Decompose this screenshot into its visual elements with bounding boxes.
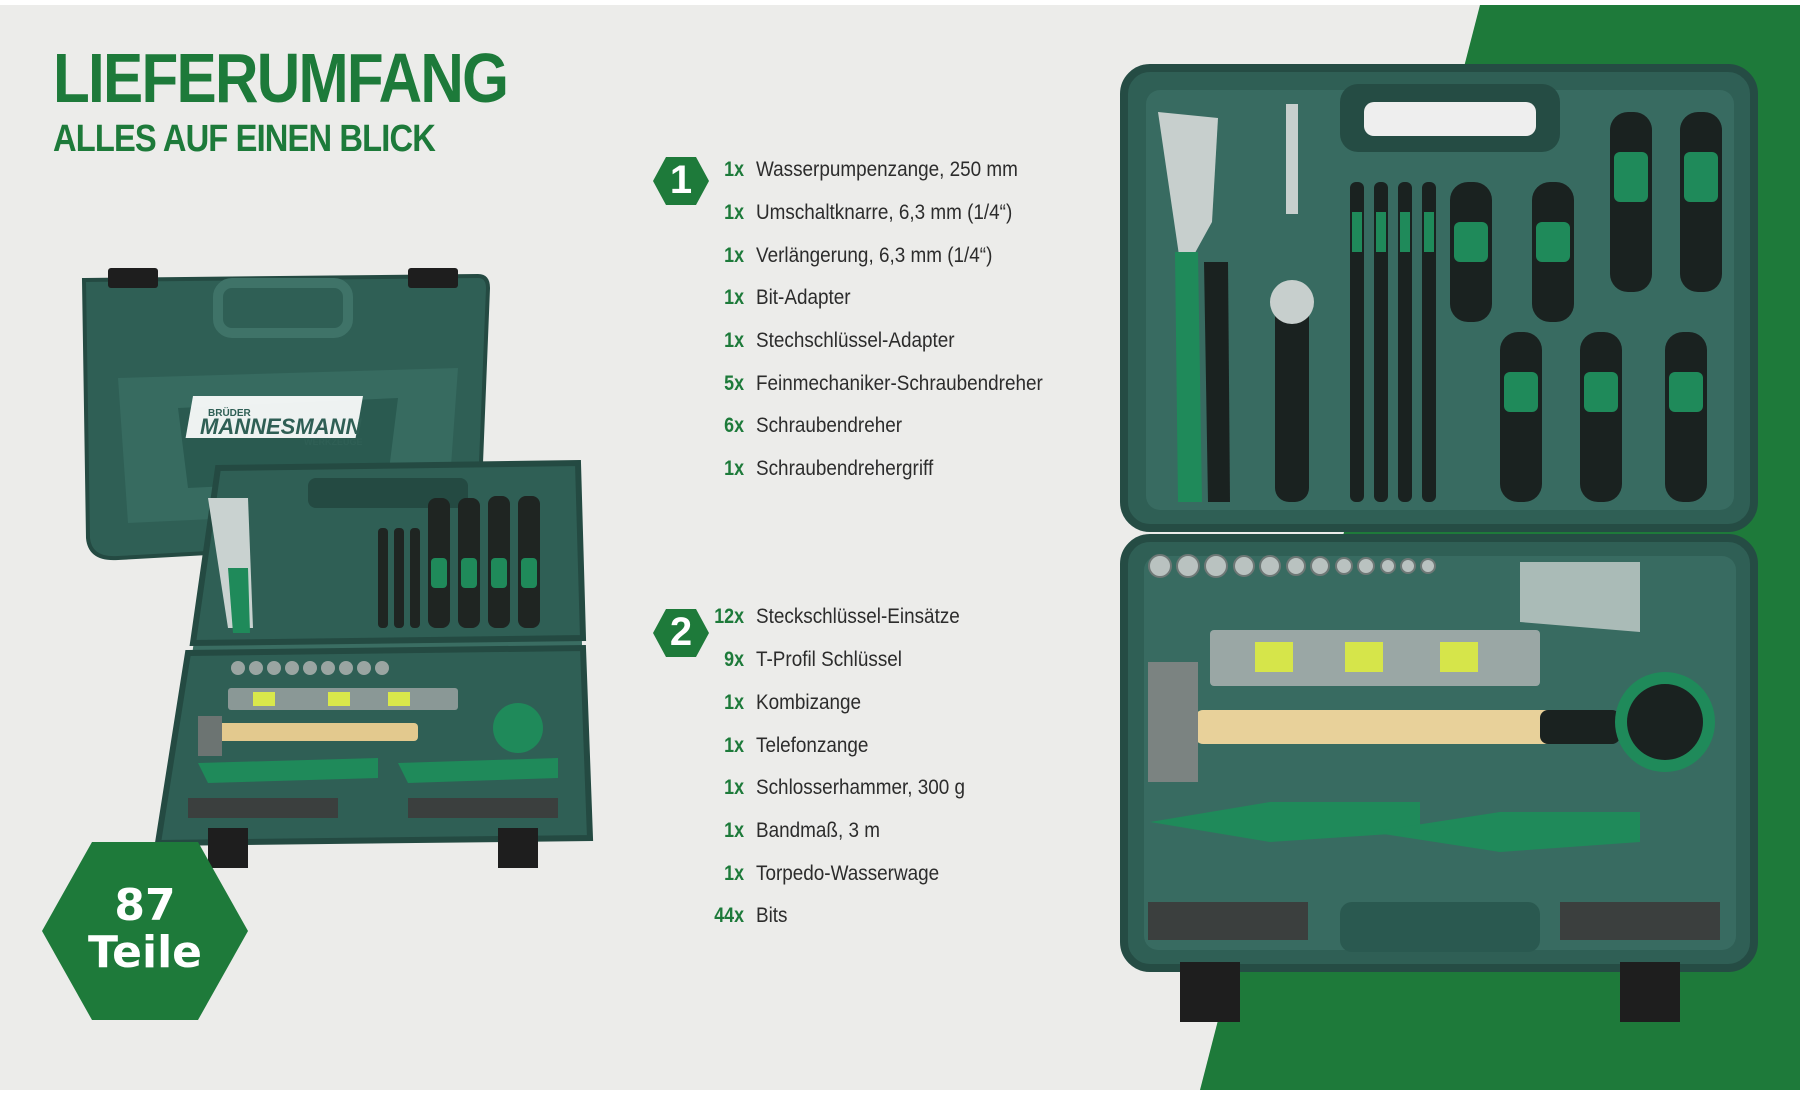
- item-name: Torpedo-Wasserwage: [756, 862, 940, 885]
- item-qty: 5x: [724, 372, 744, 395]
- item-qty: 1x: [724, 819, 744, 842]
- item-name: Schlosserhammer, 300 g: [756, 776, 966, 799]
- brand-logo: [185, 396, 363, 438]
- badge-unit: Teile: [87, 927, 203, 978]
- item-name: Verlängerung, 6,3 mm (1/4“): [756, 244, 993, 267]
- item-qty: 1x: [724, 862, 744, 885]
- item-qty: 9x: [724, 648, 744, 671]
- case-overview-image: BRÜDER MANNESMANN WERKZEUGE: [81, 268, 594, 868]
- item-name: Bandmaß, 3 m: [756, 819, 880, 842]
- item-qty: 1x: [724, 776, 744, 799]
- item-qty: 1x: [724, 457, 744, 480]
- page-subtitle: ALLES AUF EINEN BLICK: [53, 118, 436, 160]
- group-1-number: 1: [669, 158, 693, 202]
- item-qty: 6x: [724, 414, 744, 437]
- item-name: Steckschlüssel-Einsätze: [756, 605, 960, 628]
- group-2-hexagon: [653, 609, 709, 657]
- item-qty: 1x: [724, 734, 744, 757]
- item-qty: 1x: [724, 329, 744, 352]
- item-name: Schraubendreher: [756, 414, 903, 437]
- open-case-detail-image: [1120, 64, 1758, 1022]
- parts-count-badge: [42, 842, 248, 1020]
- item-name: T-Profil Schlüssel: [756, 648, 902, 671]
- item-qty: 1x: [724, 691, 744, 714]
- item-name: Bits: [756, 904, 788, 927]
- item-qty: 12x: [714, 605, 744, 628]
- badge-count: 87: [114, 880, 176, 931]
- brand-sub-text: WERKZEUGE: [304, 437, 363, 447]
- item-name: Feinmechaniker-Schraubendreher: [756, 372, 1043, 395]
- item-qty: 1x: [724, 244, 744, 267]
- open-case-illustration: [154, 459, 594, 868]
- case-bottom-tray: [1120, 534, 1758, 1022]
- group-2-number: 2: [669, 610, 693, 654]
- group-1-hexagon: [653, 157, 709, 205]
- item-qty: 1x: [724, 286, 744, 309]
- item-name: Umschaltknarre, 6,3 mm (1/4“): [756, 201, 1013, 224]
- item-name: Telefonzange: [756, 734, 869, 757]
- page-title: LIEFERUMFANG: [53, 39, 509, 117]
- case-top-tray: [1120, 64, 1758, 532]
- item-name: Bit-Adapter: [756, 286, 851, 309]
- item-name: Schraubendrehergriff: [756, 457, 934, 480]
- item-name: Wasserpumpenzange, 250 mm: [756, 158, 1018, 181]
- item-name: Kombizange: [756, 691, 862, 714]
- item-qty: 44x: [714, 904, 744, 927]
- item-qty: 1x: [724, 201, 744, 224]
- brand-main-text: MANNESMANN: [200, 414, 362, 439]
- item-name: Stechschlüssel-Adapter: [756, 329, 955, 352]
- brand-top-text: BRÜDER: [208, 406, 252, 419]
- item-qty: 1x: [724, 158, 744, 181]
